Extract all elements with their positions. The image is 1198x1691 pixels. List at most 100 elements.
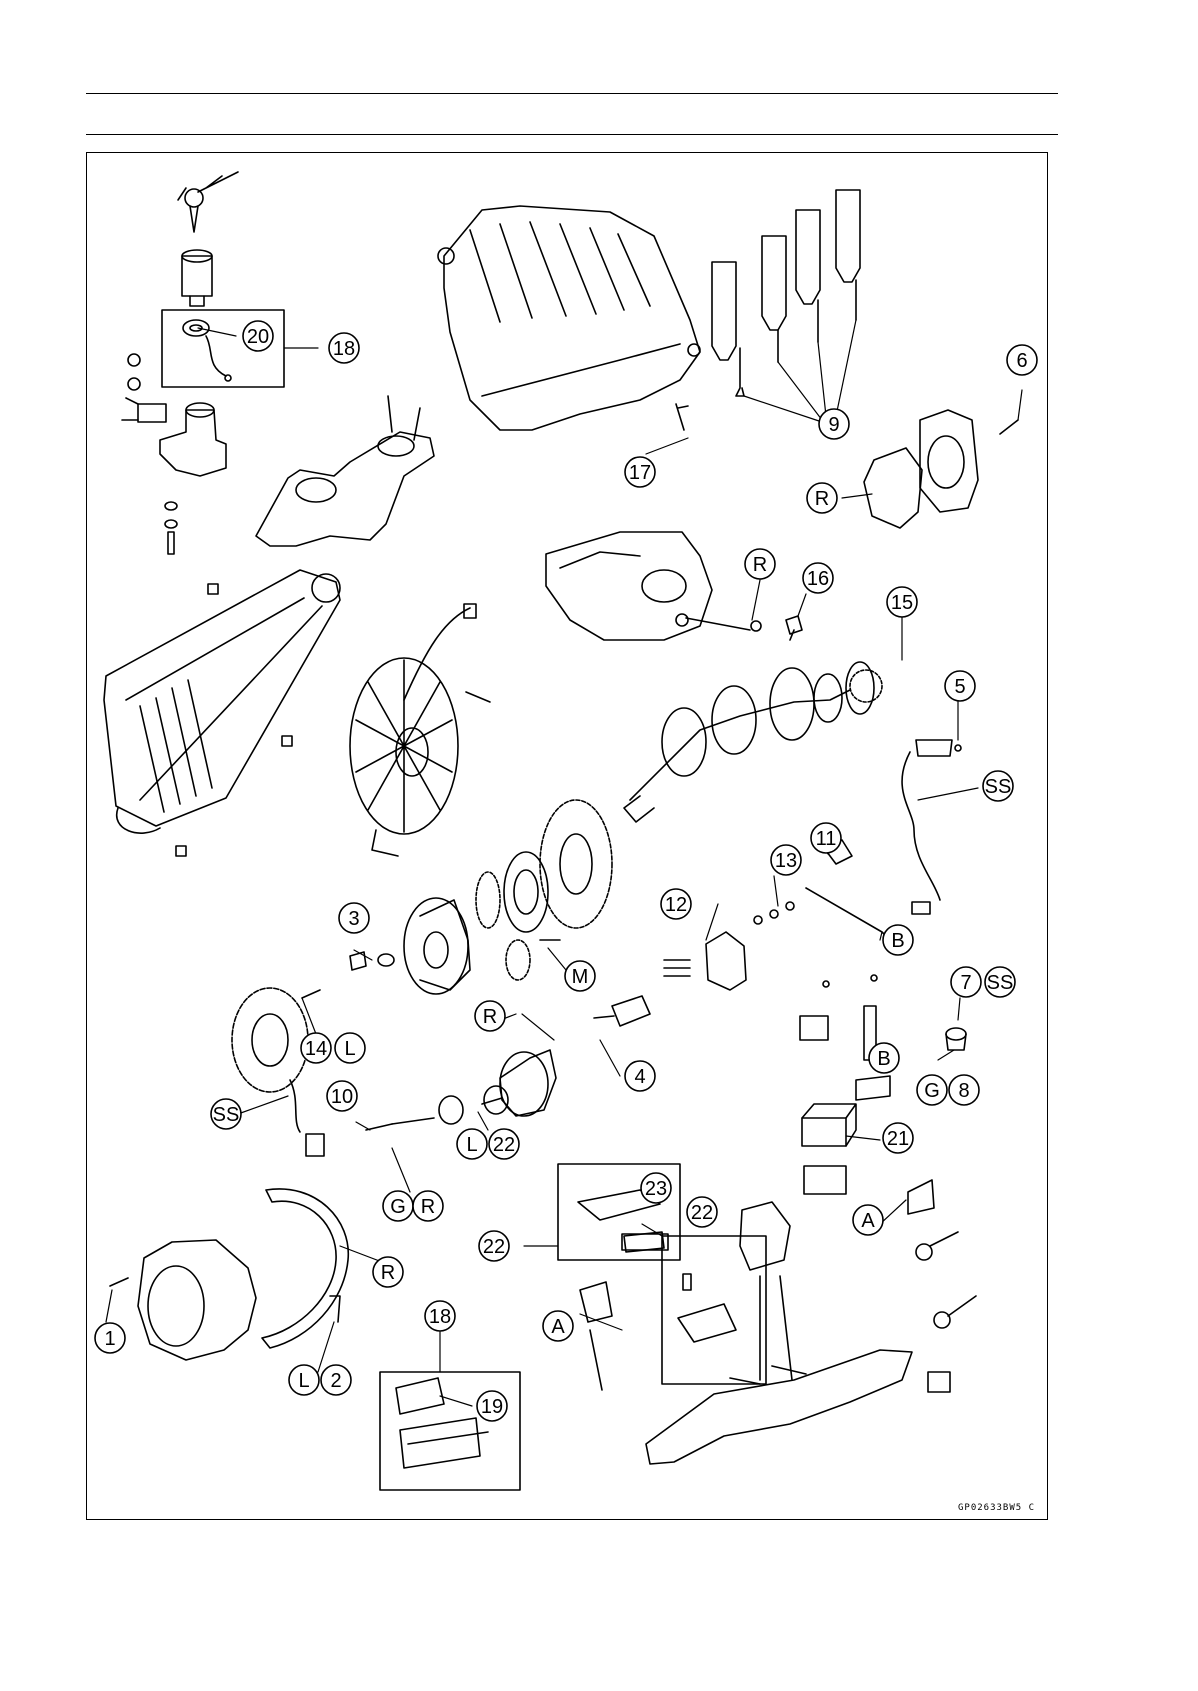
callout-text: 18 <box>333 338 355 360</box>
rear-subframe-part <box>646 1202 912 1464</box>
callout-cRd: R <box>413 1191 443 1221</box>
callout-text: R <box>421 1196 435 1218</box>
callout-text: L <box>298 1370 309 1392</box>
callout-c7: 7 <box>951 967 981 997</box>
ecu-box <box>380 1372 520 1490</box>
callout-text: A <box>861 1210 875 1232</box>
callout-cRa: R <box>807 483 837 513</box>
callout-c20: 20 <box>243 321 273 351</box>
callout-c2: 2 <box>321 1365 351 1395</box>
callout-cSS2: SS <box>983 771 1013 801</box>
callout-cL3: L <box>289 1365 319 1395</box>
starter-relay-part <box>800 975 890 1194</box>
ignition-switch-part <box>122 354 226 554</box>
callout-text: 11 <box>816 828 837 850</box>
callout-text: 17 <box>629 462 651 484</box>
callout-c4: 4 <box>625 1061 655 1091</box>
callout-c5: 5 <box>945 671 975 701</box>
callout-cRe: R <box>373 1257 403 1287</box>
callout-c9: 9 <box>819 409 849 439</box>
callout-cA2: A <box>853 1205 883 1235</box>
cooling-fan-part <box>350 604 490 856</box>
callout-cRb: R <box>745 549 775 579</box>
cylinder-head-part <box>546 532 802 640</box>
callout-cL1: L <box>335 1033 365 1063</box>
callout-text: 22 <box>691 1202 713 1224</box>
callout-text: M <box>572 966 589 988</box>
callout-c22a: 22 <box>489 1129 519 1159</box>
callout-text: 3 <box>348 908 359 930</box>
callout-c18b: 18 <box>425 1301 455 1331</box>
callout-text: 20 <box>247 326 269 348</box>
oil-pressure-switch-part <box>946 1028 966 1050</box>
callout-text: 10 <box>331 1086 353 1108</box>
callout-text: R <box>381 1262 395 1284</box>
speed-sensor-part <box>902 740 961 914</box>
radiator-part <box>104 570 340 856</box>
callout-text: SS <box>213 1104 240 1126</box>
leader-lines <box>106 320 1022 1406</box>
callout-text: 18 <box>429 1306 451 1328</box>
callout-c8: 8 <box>949 1075 979 1105</box>
callout-c23: 23 <box>641 1173 671 1203</box>
spare-key-part <box>908 1180 976 1392</box>
stator-part <box>232 988 324 1156</box>
callout-cA1: A <box>543 1311 573 1341</box>
callout-text: L <box>466 1134 477 1156</box>
callout-c12: 12 <box>661 889 691 919</box>
callout-c19: 19 <box>477 1391 507 1421</box>
figure-code: GP02633BW5 C <box>958 1503 1035 1513</box>
callout-text: 16 <box>807 568 829 590</box>
callout-c21: 21 <box>883 1123 913 1153</box>
callout-cRc: R <box>475 1001 505 1031</box>
starter-clutch-gear-part <box>540 800 612 928</box>
callout-c3: 3 <box>339 903 369 933</box>
callout-cB1: B <box>883 925 913 955</box>
crankshaft-part <box>624 662 882 822</box>
ignition-key-part <box>178 172 238 232</box>
callout-c1: 1 <box>95 1323 125 1353</box>
callout-text: SS <box>985 776 1012 798</box>
callout-c6: 6 <box>1007 345 1037 375</box>
callout-text: 22 <box>483 1236 505 1258</box>
callout-c18a: 18 <box>329 333 359 363</box>
callout-cG2: G <box>383 1191 413 1221</box>
callout-c10: 10 <box>327 1081 357 1111</box>
callout-cSS3: SS <box>211 1099 241 1129</box>
callout-c22b: 22 <box>479 1231 509 1261</box>
callout-text: 8 <box>958 1080 969 1102</box>
callout-text: B <box>877 1048 890 1070</box>
callout-cG1: G <box>917 1075 947 1105</box>
callout-text: G <box>390 1196 406 1218</box>
callout-c16: 16 <box>803 563 833 593</box>
callout-text: 7 <box>960 972 971 994</box>
callout-cB2: B <box>869 1043 899 1073</box>
callout-c11: 11 <box>811 823 841 853</box>
timing-rotor-cover-part <box>864 410 1018 528</box>
callout-text: B <box>891 930 904 952</box>
callout-text: 5 <box>954 676 965 698</box>
callout-c22c: 22 <box>687 1197 717 1227</box>
air-box-part <box>438 206 700 430</box>
callout-text: 21 <box>887 1128 909 1150</box>
alternator-rotor-part <box>350 898 560 994</box>
starter-clutch-part <box>476 852 548 932</box>
starter-brush-holder-part <box>594 932 746 1026</box>
callout-text: 23 <box>645 1178 667 1200</box>
starter-motor-part <box>366 1050 556 1130</box>
callout-text: 22 <box>493 1134 515 1156</box>
callout-text: R <box>753 554 767 576</box>
callout-text: 6 <box>1016 350 1027 372</box>
callout-text: 19 <box>481 1396 503 1418</box>
callout-text: G <box>924 1080 940 1102</box>
callout-text: 15 <box>891 592 913 614</box>
alternator-cover-part <box>110 1189 348 1360</box>
callout-c13: 13 <box>771 845 801 875</box>
ignition-coils-part <box>712 190 860 396</box>
callout-text: A <box>551 1316 565 1338</box>
callout-text: 12 <box>665 894 687 916</box>
key-cylinder-part <box>182 250 212 306</box>
callout-text: R <box>815 488 829 510</box>
callout-text: 9 <box>828 414 839 436</box>
